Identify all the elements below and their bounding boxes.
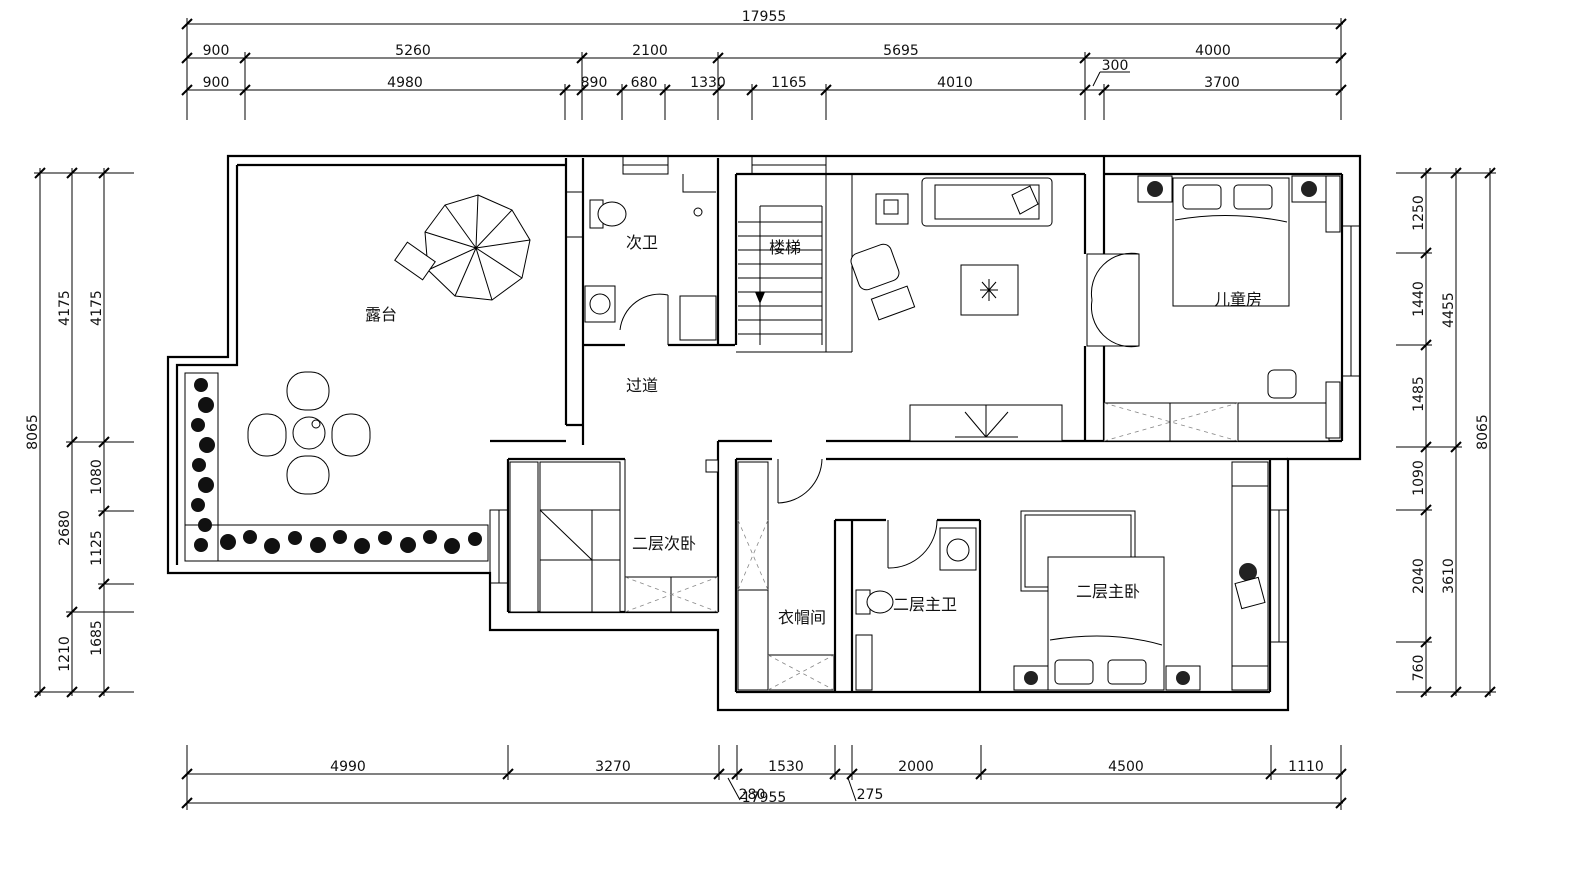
room-label-corridor: 过道 (626, 376, 658, 395)
right-middle-dim: 3610 (1441, 558, 1457, 594)
right-inner-dim: 1485 (1411, 376, 1427, 412)
right-inner-dim: 1090 (1411, 460, 1427, 496)
kids-room-furniture (1086, 175, 1341, 442)
bottom-dim-row1: 3270 (595, 759, 631, 775)
top-total-dim: 17955 (742, 9, 787, 25)
left-inner-dim: 1080 (89, 459, 105, 495)
top-dim-row1: 900 (203, 43, 230, 59)
room-label-stairs: 楼梯 (769, 238, 801, 257)
room-labels: 露台 次卫 楼梯 过道 儿童房 二层次卧 衣帽间 二层主卫 二层主卧 (365, 233, 1262, 627)
second-bedroom-furniture (509, 459, 719, 613)
bottom-total-dim: 17955 (742, 790, 787, 806)
bottom-dim-row1: 1110 (1288, 759, 1324, 775)
bottom-dim-row1: 4990 (330, 759, 366, 775)
bottom-dim-row1: 4500 (1108, 759, 1144, 775)
top-dim-row2: 1165 (771, 75, 807, 91)
top-dim-row1: 5260 (395, 43, 431, 59)
top-dim-row2: 890 (581, 75, 608, 91)
left-middle-dim: 1210 (57, 636, 73, 672)
top-dim-row2: 4980 (387, 75, 423, 91)
bottom-small-dim: 275 (857, 787, 884, 803)
umbrella-icon (394, 194, 531, 301)
right-inner-dim: 1250 (1411, 195, 1427, 231)
room-label-second-bath: 次卫 (626, 233, 658, 252)
right-inner-dim: 1440 (1411, 281, 1427, 317)
top-dim-row2: 680 (631, 75, 658, 91)
master-bath-fixtures (855, 519, 977, 691)
right-inner-dim: 760 (1411, 655, 1427, 682)
left-middle-dim: 4175 (57, 290, 73, 326)
left-inner-dim: 1125 (89, 530, 105, 566)
room-label-cloakroom: 衣帽间 (778, 608, 826, 627)
top-dim-row2: 900 (203, 75, 230, 91)
right-middle-dim: 4455 (1441, 292, 1457, 328)
bottom-dimensions: 4990 3270 1530 2000 4500 1110 17955 280 … (181, 745, 1347, 810)
bottom-dim-row1: 2000 (898, 759, 934, 775)
room-label-master-bath: 二层主卫 (893, 595, 957, 614)
master-bedroom-furniture (1013, 461, 1269, 691)
left-dimensions: 8065 4175 2680 1210 4175 1080 1125 1685 (25, 167, 134, 698)
top-dim-row2: 1330 (690, 75, 726, 91)
room-label-master-bedroom: 二层主卧 (1076, 582, 1140, 601)
left-outer-dim: 8065 (25, 414, 41, 450)
bottom-small-dim: 280 (739, 787, 766, 803)
second-bath-fixtures (584, 174, 717, 345)
top-dimensions: 17955 900 5260 2100 5695 4000 900 4980 8… (181, 9, 1347, 120)
room-label-second-bedroom: 二层次卧 (632, 534, 696, 553)
top-dim-offset: 300 (1102, 58, 1129, 74)
top-dim-row1: 4000 (1195, 43, 1231, 59)
top-dim-row2: 3700 (1204, 75, 1240, 91)
top-dim-row1: 5695 (883, 43, 919, 59)
left-middle-dim: 2680 (57, 510, 73, 546)
left-inner-dim: 1685 (89, 620, 105, 656)
top-dim-row1: 2100 (632, 43, 668, 59)
left-inner-dim: 4175 (89, 290, 105, 326)
lounge-furniture (850, 177, 1063, 442)
top-dim-row2: 4010 (937, 75, 973, 91)
terrace-planters (184, 372, 489, 562)
right-outer-dim: 8065 (1475, 414, 1491, 450)
room-label-terrace: 露台 (365, 305, 397, 324)
stair-icon (736, 174, 853, 353)
right-dimensions: 1250 1440 1485 1090 2040 760 4455 3610 8… (1396, 167, 1496, 698)
room-label-kids-room: 儿童房 (1214, 290, 1262, 309)
doors (705, 459, 719, 473)
patio-table-icon (247, 371, 371, 495)
cloakroom-furniture (737, 458, 835, 691)
bottom-dim-row1: 1530 (768, 759, 804, 775)
walls (166, 154, 1362, 712)
right-inner-dim: 2040 (1411, 558, 1427, 594)
